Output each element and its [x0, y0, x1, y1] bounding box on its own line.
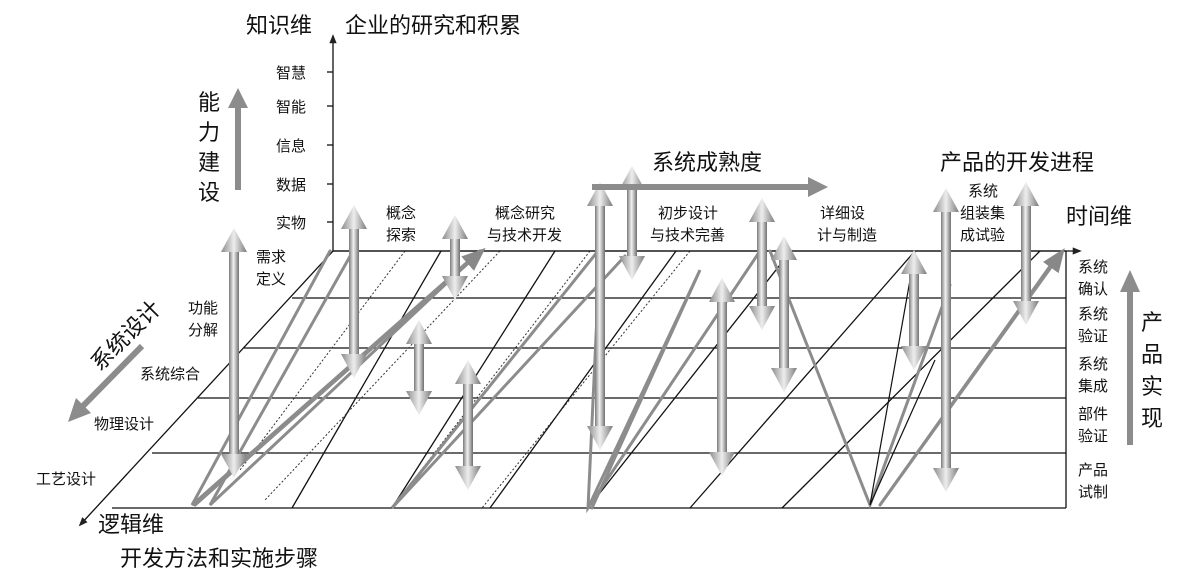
v-model-start-arrow — [194, 247, 486, 507]
double-arrow — [619, 166, 645, 280]
realization-stage: 部件 — [1078, 405, 1108, 423]
double-arrow — [901, 250, 927, 370]
double-arrow — [406, 320, 432, 415]
phase-label: 初步设计 — [658, 204, 718, 222]
knowledge-axis-subtitle: 企业的研究和积累 — [345, 14, 521, 39]
logic-step: 功能 — [188, 299, 218, 317]
logic-step: 工艺设计 — [36, 470, 96, 488]
knowledge-level: 信息 — [276, 137, 306, 155]
double-arrow — [587, 182, 613, 450]
knowledge-levels: 智慧 智能 信息 数据 实物 — [276, 64, 306, 232]
logic-axis — [78, 250, 334, 527]
double-arrow — [933, 188, 959, 492]
realization-stage: 确认 — [1078, 280, 1108, 298]
v-model-path — [190, 249, 1060, 514]
phase-label: 系统 — [968, 182, 998, 200]
dotted-guides — [239, 250, 691, 509]
realization-stage: 系统 — [1078, 305, 1108, 323]
capability-char: 能 — [198, 91, 220, 116]
knowledge-level: 数据 — [276, 176, 306, 194]
knowledge-level: 实物 — [276, 214, 306, 232]
logic-axis-subtitle: 开发方法和实施步骤 — [120, 547, 318, 572]
double-arrow — [221, 228, 247, 478]
product-realization-char: 产 — [1141, 311, 1163, 336]
capability-label: 能 力 建 设 — [198, 91, 220, 206]
realization-stage: 系统 — [1078, 258, 1108, 276]
double-arrow — [1013, 182, 1039, 325]
product-realization-char: 现 — [1141, 407, 1163, 432]
phase-label: 概念研究 — [495, 204, 555, 222]
knowledge-axis — [327, 34, 337, 251]
capability-char: 力 — [198, 121, 220, 146]
realization-stages: 系统 确认 系统 验证 系统 集成 部件 验证 产品 试制 — [1078, 258, 1108, 501]
maturity-label: 系统成熟度 — [652, 151, 762, 176]
maturity-arrow — [592, 177, 828, 197]
product-realization-char: 实 — [1141, 375, 1163, 400]
product-realization-arrow — [1120, 270, 1140, 445]
time-axis-name: 时间维 — [1066, 205, 1132, 230]
capability-char: 建 — [198, 151, 220, 176]
logic-axis-name: 逻辑维 — [98, 513, 164, 538]
logic-steps: 需求 定义 功能 分解 系统综合 物理设计 工艺设计 — [36, 248, 286, 488]
logic-step: 物理设计 — [94, 415, 154, 433]
v-model-black-path — [869, 251, 936, 506]
double-arrow — [455, 360, 481, 490]
capability-char: 设 — [198, 181, 220, 206]
logic-step: 定义 — [256, 270, 286, 288]
product-realization-char: 品 — [1141, 343, 1163, 368]
phase-label: 探索 — [386, 226, 416, 244]
phase-label: 组装集 — [960, 204, 1005, 222]
realization-stage: 集成 — [1078, 377, 1108, 395]
phase-label: 详细设 — [820, 204, 865, 222]
double-arrow — [341, 205, 367, 378]
knowledge-level: 智能 — [276, 98, 306, 116]
realization-stage: 试制 — [1078, 483, 1108, 501]
system-design-arrow — [68, 343, 145, 422]
knowledge-axis-name: 知识维 — [246, 14, 312, 39]
double-arrow — [709, 278, 735, 476]
logic-step: 分解 — [188, 321, 218, 339]
realization-stage: 系统 — [1078, 355, 1108, 373]
product-realization-label: 产 品 实 现 — [1141, 311, 1163, 432]
phase-label: 与技术完善 — [650, 226, 725, 244]
phase-label: 成试验 — [960, 226, 1005, 244]
phase-labels: 概念 探索 概念研究 与技术开发 初步设计 与技术完善 详细设 计与制造 系统 … — [386, 182, 1005, 244]
phase-label: 与技术开发 — [487, 226, 562, 244]
realization-stage: 验证 — [1078, 427, 1108, 445]
realization-stage: 产品 — [1078, 461, 1108, 479]
logic-step: 需求 — [256, 248, 286, 266]
double-arrow — [749, 198, 775, 330]
capability-arrow — [228, 88, 248, 190]
progress-label: 产品的开发进程 — [940, 151, 1094, 176]
phase-label: 计与制造 — [817, 226, 877, 244]
realization-stage: 验证 — [1078, 327, 1108, 345]
knowledge-level: 智慧 — [276, 64, 306, 82]
double-arrow — [442, 215, 468, 300]
logic-step: 系统综合 — [140, 365, 200, 383]
double-arrow — [771, 236, 797, 392]
v-model-end-arrow — [878, 248, 1065, 506]
phase-label: 概念 — [386, 204, 416, 222]
